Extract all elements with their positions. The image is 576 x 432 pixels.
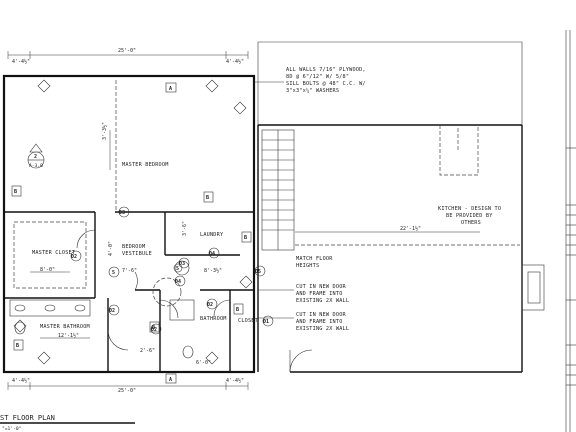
addition-walls <box>2 74 256 374</box>
dim-top-left: 4'-4½" <box>12 58 30 65</box>
dim-top-center: 25'-0" <box>118 48 136 54</box>
plan-title: ST FLOOR PLAN <box>0 414 55 422</box>
room-master-bathroom: MASTER BATHROOM <box>40 324 90 330</box>
dim-hall-w: 8'-3½" <box>204 267 222 274</box>
wall-note-line-4: 3"x3"x¼" WASHERS <box>286 88 339 94</box>
dim-vert-left: 3'-3½" <box>101 122 108 140</box>
tag-03-a: 03 <box>119 210 125 216</box>
tag-02-c: 02 <box>207 302 213 308</box>
plan-scale: "=1'-0" <box>2 426 21 432</box>
existing-structure: 22'-1½" <box>257 41 545 373</box>
dim-bottom-center: 25'-0" <box>118 388 136 394</box>
dimension-bottom: 4'-4½" 25'-0" 4'-4½" <box>7 377 249 394</box>
marker-b-left: B <box>14 189 17 195</box>
kitchen-note-line-1: KITCHEN - DESIGN TO <box>438 206 501 212</box>
dim-bath2-w: 6'-0" <box>196 360 211 366</box>
marker-b-closet: B <box>236 307 239 313</box>
marker-b-bath: B <box>152 325 155 331</box>
cut-door-note-1: CUT IN NEW DOOR AND FRAME INTO EXISTING … <box>258 284 349 304</box>
dim-laundry-h: 3'-6" <box>182 221 188 236</box>
dim-misc-1: 7'-6" <box>122 268 137 274</box>
marker-a-top: A <box>169 86 172 92</box>
dimension-top: 4'-4½" 25'-0" 4'-4½" <box>7 48 249 65</box>
marker-section-num: 2 <box>34 154 37 160</box>
dim-kitchen-width: 22'-1½" <box>400 225 421 232</box>
wall-note-line-3: SILL BOLTS @ 48" C.C. W/ <box>286 81 366 87</box>
dim-closet-width: 8'-0" <box>40 267 55 273</box>
match-floor-line-2: HEIGHTS <box>296 263 319 269</box>
dim-bath-width: 12'-1½" <box>58 332 79 339</box>
kitchen-note: KITCHEN - DESIGN TO BE PROVIDED BY OTHER… <box>438 206 501 226</box>
room-master-closet: MASTER CLOSET <box>32 250 75 256</box>
dim-bottom-left: 4'-4½" <box>12 377 30 384</box>
marker-b-masterbath: B <box>16 343 19 349</box>
tag-5-a: 5 <box>112 270 115 276</box>
marker-section-ref: A-3.0 <box>29 163 43 169</box>
marker-a-bottom: A <box>169 377 172 383</box>
tag-04-b: 04 <box>175 279 181 285</box>
wall-note: ALL WALLS 7/16" PLYWOOD, 8D @ 6"/12" W/ … <box>254 67 366 94</box>
cut-door-2-line-2: AND FRAME INTO <box>296 319 343 325</box>
cut-door-1-line-1: CUT IN NEW DOOR <box>296 284 347 290</box>
room-labels: MASTER BEDROOM MASTER CLOSET BEDROOM VES… <box>32 162 258 330</box>
dim-bottom-right: 4'-4½" <box>226 377 244 384</box>
kitchen-note-line-2: BE PROVIDED BY <box>446 213 493 219</box>
room-closet: CLOSET <box>238 318 258 324</box>
tag-02-d: 02 <box>151 327 157 333</box>
wall-note-line-2: 8D @ 6"/12" W/ 5/8" <box>286 74 349 80</box>
drawing-title: ST FLOOR PLAN "=1'-0" <box>0 414 135 432</box>
cut-door-1-line-3: EXISTING 2X WALL <box>296 298 349 304</box>
tag-03-b: 03 <box>179 261 185 267</box>
dim-misc-3: 2'-6" <box>140 348 155 354</box>
interior-dimensions: 12'-1½" 8'-0" 3'-3½" 3'-6" 8'-3½" 6'-0" … <box>30 122 222 366</box>
cut-door-2-line-3: EXISTING 2X WALL <box>296 326 349 332</box>
room-vestibule-line-2: VESTIBULE <box>122 251 152 257</box>
kitchen-note-line-3: OTHERS <box>461 220 481 226</box>
dim-top-right: 4'-4½" <box>226 58 244 65</box>
room-master-bedroom: MASTER BEDROOM <box>122 162 169 168</box>
door-tags: 03 02 04 03 04 05 02 02 01 02 5 5 <box>70 206 274 335</box>
match-floor-note: MATCH FLOOR HEIGHTS <box>296 256 333 269</box>
room-bathroom: BATHROOM <box>200 316 227 322</box>
tag-05: 05 <box>255 269 261 275</box>
room-laundry: LAUNDRY <box>200 232 224 238</box>
section-markers: A A B B B B B B 2 A-3.0 <box>11 79 253 384</box>
marker-b-laundry: B <box>244 235 247 241</box>
marker-b-bedroom: B <box>206 195 209 201</box>
tag-02-a: 02 <box>71 254 77 260</box>
wall-note-line-1: ALL WALLS 7/16" PLYWOOD, <box>286 67 366 73</box>
cut-door-2-line-1: CUT IN NEW DOOR <box>296 312 347 318</box>
room-vestibule-line-1: BEDROOM <box>122 244 145 250</box>
cut-door-note-2: CUT IN NEW DOOR AND FRAME INTO EXISTING … <box>258 312 349 332</box>
tag-04-a: 04 <box>209 251 215 257</box>
tag-01: 01 <box>263 319 269 325</box>
dim-misc-2: 4'-0" <box>108 241 114 256</box>
cut-door-1-line-2: AND FRAME INTO <box>296 291 343 297</box>
match-floor-line-1: MATCH FLOOR <box>296 256 333 262</box>
tag-02-b: 02 <box>109 308 115 314</box>
tag-5-b: 5 <box>176 266 179 272</box>
title-block-edge <box>565 30 576 432</box>
